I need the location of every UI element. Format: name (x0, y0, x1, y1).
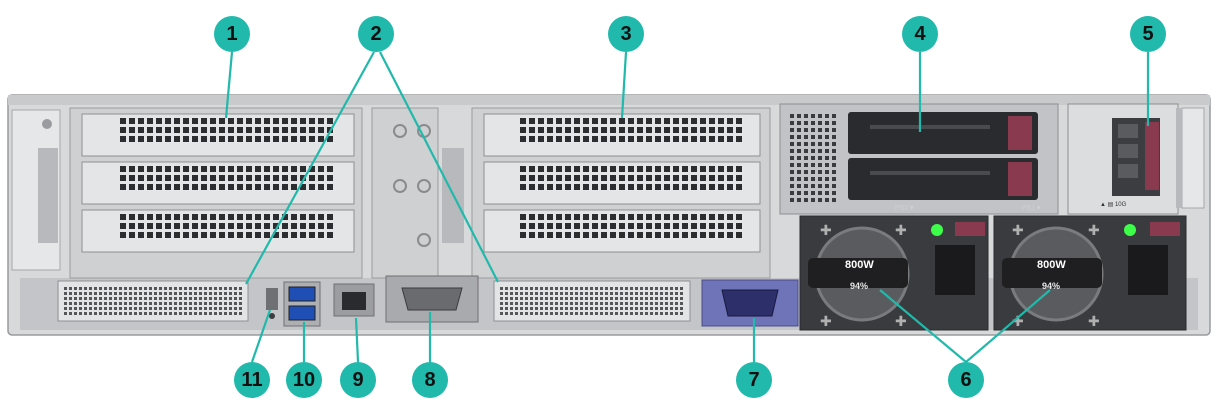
riser-1-vents (120, 118, 333, 238)
riser-1-slot-1 (81, 113, 355, 157)
drive-bay-2 (848, 158, 1038, 200)
riser-1-slot-3 (81, 209, 355, 253)
callout-11: 11 (234, 362, 270, 398)
psu-1: 800W 94% ✚ ✚ ✚ ✚ (799, 215, 989, 331)
riser-3-vents (520, 118, 742, 238)
callout-4: 4 (902, 16, 938, 52)
callout-5: 5 (1130, 16, 1166, 52)
psu-2-screw-icon: ✚ (1012, 222, 1024, 238)
vga-port (721, 289, 779, 317)
chassis-top-lip (8, 95, 1210, 105)
callout-10: 10 (286, 362, 322, 398)
psu-2: 800W 94% ✚ ✚ ✚ ✚ (993, 215, 1187, 331)
callout-9: 9 (340, 362, 376, 398)
ocp-module: ▲ ▤ 10G (1067, 103, 1205, 215)
psu-2-efficiency: 94% (1042, 281, 1060, 291)
psu-1-wattage: 800W (845, 259, 874, 271)
callout-leaders (224, 51, 1150, 363)
riser-3 (471, 107, 771, 279)
usb-port-2 (288, 305, 316, 321)
psu-2-screw-icon-3: ✚ (1088, 222, 1100, 238)
psu-2-led (1124, 224, 1136, 236)
psu-2-wattage: 800W (1037, 259, 1066, 271)
psu-1-screw-icon-4: ✚ (895, 313, 907, 329)
psu-1-screw-icon: ✚ (820, 222, 832, 238)
callout-7: 7 (736, 362, 772, 398)
ocp-label: ▲ ▤ 10G (1100, 202, 1127, 208)
riser-1 (69, 107, 363, 279)
drive-bay-1 (848, 112, 1038, 154)
psu-1-screw-icon-3: ✚ (895, 222, 907, 238)
left-ear-latch (38, 148, 58, 243)
uid-indicator (266, 288, 278, 310)
usb-port-1 (288, 286, 316, 302)
drive-label-ps1: PS1▼ (1022, 205, 1042, 212)
serial-port (401, 287, 463, 311)
drive-bay-1-latch (1008, 116, 1032, 150)
psu-2-latch (1150, 222, 1180, 236)
callout-3: 3 (608, 16, 644, 52)
psu-1-efficiency: 94% (850, 281, 868, 291)
drive-label-ps2: PS2▼ (895, 205, 915, 212)
psu-1-latch (955, 222, 985, 236)
callout-1: 1 (214, 16, 250, 52)
psu-2-screw-icon-4: ✚ (1088, 313, 1100, 329)
psu-2-screw-icon-2: ✚ (1012, 313, 1024, 329)
callout-6: 6 (948, 362, 984, 398)
drive-bay-2-latch (1008, 162, 1032, 196)
psu-2-power-socket (1128, 245, 1168, 295)
callout-8: 8 (412, 362, 448, 398)
callout-2: 2 (358, 16, 394, 52)
psu-1-power-socket (935, 245, 975, 295)
psu-1-led (931, 224, 943, 236)
left-ear-screw-icon (42, 119, 52, 129)
psu-1-screw-icon-2: ✚ (820, 313, 832, 329)
